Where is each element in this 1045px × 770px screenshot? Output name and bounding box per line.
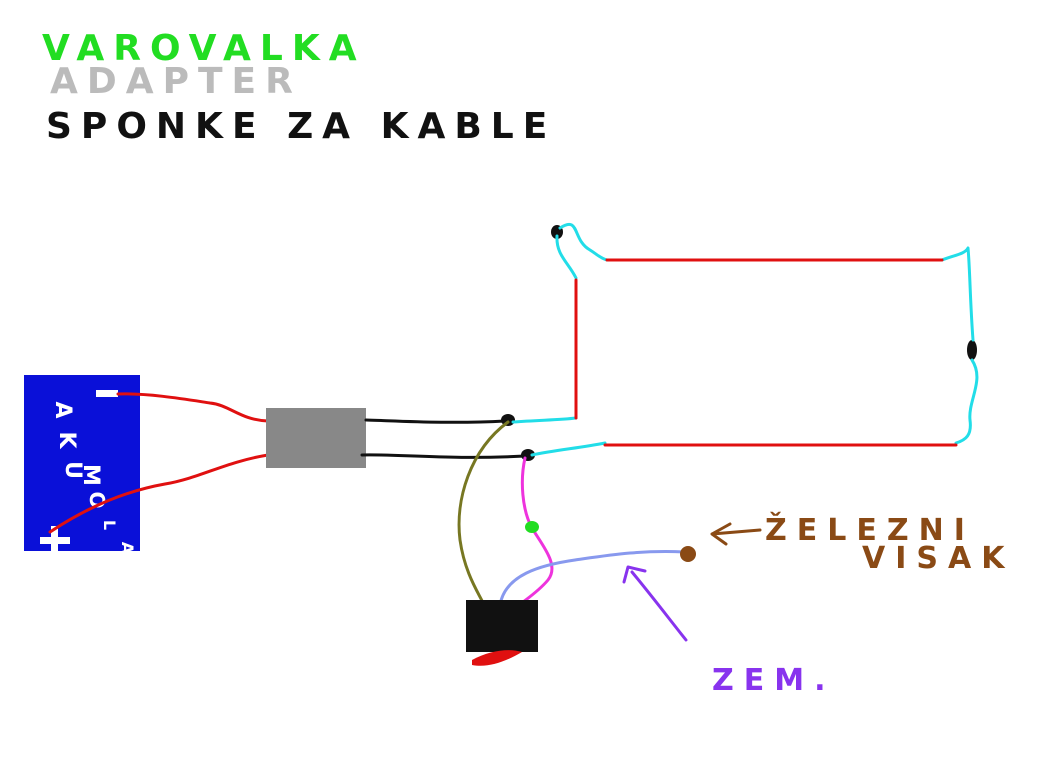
wire-cyan-top-clip (511, 416, 578, 424)
probe-box (466, 600, 538, 652)
wire-cyan-bottom-clip (530, 441, 607, 457)
battery-letter: A (50, 401, 75, 418)
battery-plus-terminal (40, 526, 70, 554)
zelezni-visak-dot (680, 546, 696, 562)
legend-adapter: ADAPTER (50, 61, 302, 102)
battery-minus-terminal (96, 390, 118, 397)
wire-battery-plus-to-adapter (48, 453, 270, 534)
wire-ground (498, 550, 687, 607)
wire-olive (457, 420, 510, 607)
fuse (525, 521, 539, 533)
battery (24, 375, 140, 551)
legend-sponke: SPONKE ZA KABLE (46, 106, 556, 147)
wire-adapter-bottom (360, 453, 527, 459)
battery-letter: M (78, 464, 103, 486)
wire-adapter-top (364, 418, 507, 424)
clip-right (967, 340, 977, 360)
wire-cyan-left-zigzag (555, 234, 578, 280)
probe-tip (472, 650, 522, 666)
arrow-zem (622, 565, 688, 642)
battery-letter: K (54, 431, 79, 449)
battery-letter: U (60, 461, 85, 479)
label-zem: ZEM. (712, 663, 836, 698)
wire-cyan-right (940, 246, 979, 445)
wire-battery-minus-to-adapter (116, 392, 270, 423)
battery-letter: L (100, 520, 119, 530)
wire-magenta (516, 456, 554, 608)
label-zelezni: ŽELEZNI (765, 512, 975, 548)
wire-cyan-top-left (558, 222, 609, 262)
label-visak: VISAK (862, 541, 1014, 576)
adapter (266, 408, 366, 468)
arrow-zelezni (710, 522, 762, 546)
battery-letter: A (118, 542, 137, 555)
legend-varovalka: VAROVALKA (42, 28, 366, 69)
